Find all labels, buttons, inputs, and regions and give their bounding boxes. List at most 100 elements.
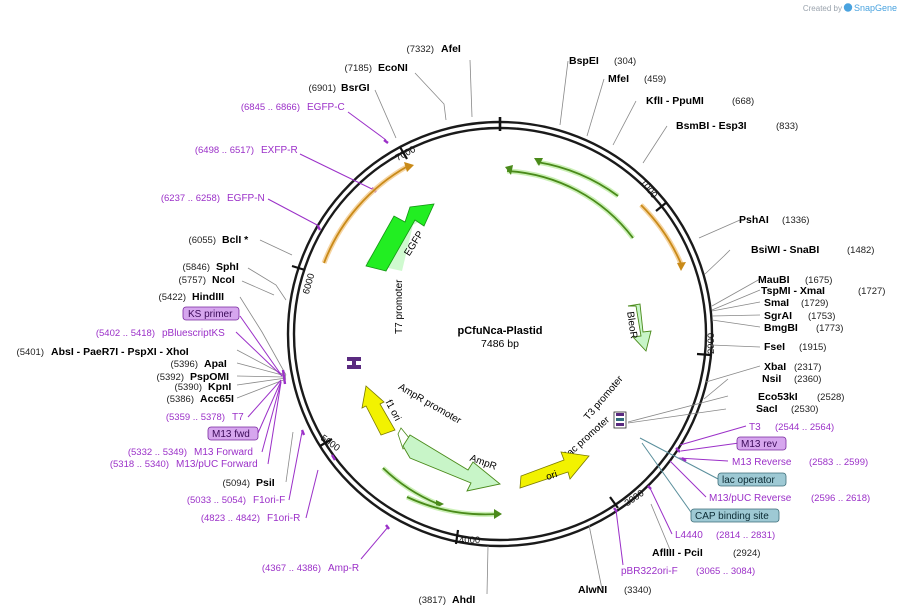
site-econi[interactable]: EcoNI [378,62,408,74]
site-afei[interactable]: AfeI [441,43,461,55]
site-acc65i[interactable]: Acc65I [200,393,234,405]
bleor-arrow[interactable] [627,303,652,352]
site-alwni[interactable]: AlwNI [578,584,607,596]
primer-m13-fwd[interactable]: M13 fwd [212,429,250,440]
site-acc65i-pos: (5386) [167,394,194,405]
site-bspei[interactable]: BspEI [569,55,599,67]
f1-ori-arrow[interactable] [361,385,396,436]
primer-ks-primer-box[interactable] [182,306,240,321]
site-sphi-pos: (5846) [183,262,210,273]
site-pshai-pos: (1336) [782,215,809,226]
site-mfei-pos: (459) [644,74,666,85]
site-apai-pos: (5396) [171,359,198,370]
primer-pbr322ori-f[interactable]: pBR322ori-F [621,566,678,577]
primer-m13puc-reverse[interactable]: M13/pUC Reverse [709,493,792,504]
feature-lac-operator[interactable]: lac operator [722,475,775,486]
orf-arcs [321,162,686,271]
site-fsei-pos: (1915) [799,342,826,353]
site-smai[interactable]: SmaI [764,297,789,309]
primer-m13-reverse[interactable]: M13 Reverse [732,457,792,468]
site-hindiii[interactable]: HindIII [192,291,224,303]
t3-lac-promoter-marker[interactable] [613,411,627,429]
site-apai[interactable]: ApaI [204,358,227,370]
tick-label-1000: 1000 [637,177,659,200]
primer-exfp-r-range: (6498 .. 6517) [195,145,254,156]
primer-ks-primer[interactable]: KS primer [188,309,233,320]
site-absi-paer7i-pspxi-xhoi[interactable]: AbsI - PaeR7I - PspXI - XhoI [51,346,189,358]
site-bmgbi[interactable]: BmgBI [764,322,798,334]
primer-egfp-c-range: (6845 .. 6866) [241,102,300,113]
primer-m13-forward-range: (5332 .. 5349) [128,447,187,458]
snapgene-brand: SnapGene [854,3,897,13]
site-eco53ki-pos: (2528) [817,392,844,403]
site-ahdi[interactable]: AhdI [452,594,475,606]
primer-t3[interactable]: T3 [749,422,761,433]
site-nsii[interactable]: NsiI [762,373,781,385]
primer-l4440[interactable]: L4440 [675,530,703,541]
feature-bleor-label: BleoR [624,311,639,340]
primer-m13-reverse-range: (2583 .. 2599) [809,457,868,468]
plasmid-length: 7486 bp [481,338,519,350]
ampr-arrow[interactable] [402,434,502,492]
site-smai-pos: (1729) [801,298,828,309]
site-eco53ki[interactable]: Eco53kI [758,391,798,403]
site-econi-pos: (7185) [345,63,372,74]
site-tspmi-xmai[interactable]: TspMI - XmaI [761,285,825,297]
primer-f1ori-f[interactable]: F1ori-F [253,495,285,506]
site-bcli[interactable]: BclI * [222,234,249,246]
egfp-arrow[interactable] [365,203,435,272]
primer-l4440-range: (2814 .. 2831) [716,530,775,541]
site-sphi[interactable]: SphI [216,261,239,273]
site-ncoi[interactable]: NcoI [212,274,235,286]
primer-m13-forward[interactable]: M13 Forward [194,447,253,458]
primer-pbr322ori-f-range: (3065 .. 3084) [696,566,755,577]
site-pshai[interactable]: PshAI [739,214,769,226]
site-ahdi-pos: (3817) [419,595,446,606]
primer-m13-fwd-box[interactable] [207,426,259,441]
feature-cap-binding-box[interactable] [690,508,780,523]
site-bsrgi-pos: (6901) [309,83,336,94]
site-bspei-pos: (304) [614,56,636,67]
site-pspomi[interactable]: PspOMI [190,371,229,383]
primer-pbluescriptks[interactable]: pBluescriptKS [162,328,225,339]
primer-amp-r[interactable]: Amp-R [328,563,359,574]
site-kfli-ppumi[interactable]: KflI - PpuMI [646,95,704,107]
site-hindiii-pos: (5422) [159,292,186,303]
site-xbai-pos: (2317) [794,362,821,373]
feature-lac-operator-box[interactable] [717,472,787,487]
primer-exfp-r[interactable]: EXFP-R [261,145,298,156]
primer-f1ori-r[interactable]: F1ori-R [267,513,300,524]
feature-cap-binding-site[interactable]: CAP binding site [695,511,769,522]
plasmid-name: pCfuNca-Plastid [458,325,543,337]
site-maubi-pos: (1675) [805,275,832,286]
site-afliii-pcii[interactable]: AflIII - PciI [652,547,703,559]
site-bsmbi-pos: (833) [776,121,798,132]
site-psii[interactable]: PsiI [256,477,275,489]
site-kpni-pos: (5390) [175,382,202,393]
site-absi-pos: (5401) [17,347,44,358]
site-bsrgi[interactable]: BsrGI [341,82,370,94]
primer-egfp-n[interactable]: EGFP-N [227,193,265,204]
ori-arrow[interactable] [519,451,590,489]
site-pspomi-pos: (5392) [157,372,184,383]
site-bsiwi-snabi[interactable]: BsiWI - SnaBI [751,244,819,256]
primer-t7[interactable]: T7 [232,412,244,423]
site-mfei[interactable]: MfeI [608,73,629,85]
primer-m13puc-forward[interactable]: M13/pUC Forward [176,459,258,470]
primer-t7-range: (5359 .. 5378) [166,412,225,423]
primer-m13-rev-box[interactable] [736,436,787,451]
site-bsmbi-esp3i[interactable]: BsmBI - Esp3I [676,120,747,132]
tick-label-2000: 2000 [706,333,717,354]
primer-m13-rev[interactable]: M13 rev [741,439,777,450]
primer-egfp-c[interactable]: EGFP-C [307,102,345,113]
site-xbai[interactable]: XbaI [764,361,786,373]
site-ncoi-pos: (5757) [179,275,206,286]
primer-amp-r-range: (4367 .. 4386) [262,563,321,574]
t7-promoter-marker[interactable] [347,357,361,369]
site-maubi[interactable]: MauBI [758,274,790,286]
site-kpni[interactable]: KpnI [208,381,231,393]
site-sgrai[interactable]: SgrAI [764,310,792,322]
site-saci[interactable]: SacI [756,403,778,415]
site-fsei[interactable]: FseI [764,341,785,353]
